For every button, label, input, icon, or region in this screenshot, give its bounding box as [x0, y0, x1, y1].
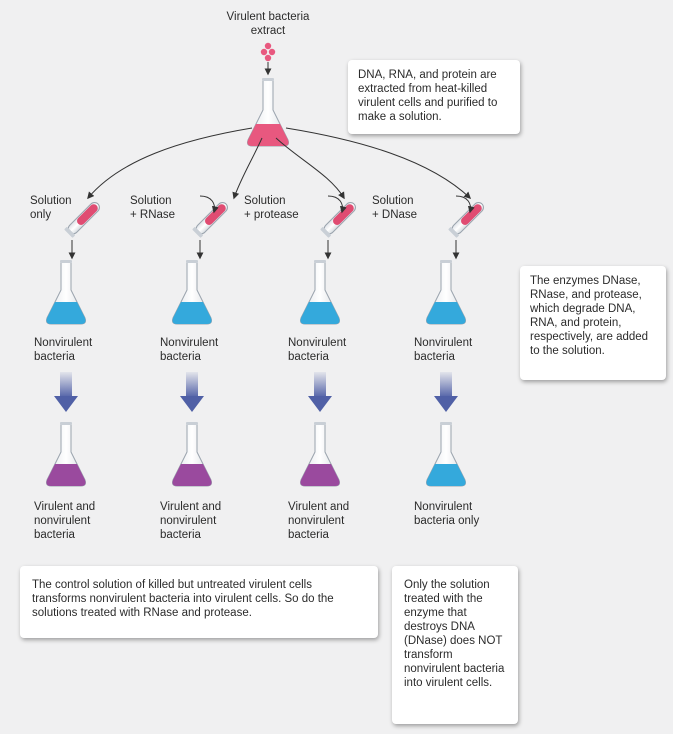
- columns: [46, 195, 484, 487]
- extract-droplets: [260, 42, 276, 76]
- title-label: Virulent bacteria extract: [226, 11, 310, 37]
- after-label: Virulent and nonvirulent bacteria: [160, 501, 222, 541]
- result-flask: [426, 422, 466, 487]
- control-note: The control solution of killed but untre…: [20, 566, 378, 638]
- result-arrow: [308, 372, 332, 412]
- before-label: Nonvirulent bacteria: [288, 337, 347, 363]
- treatment-label: Solution + RNase: [130, 195, 176, 221]
- test-tube: [320, 202, 356, 238]
- treatment-label: Solution + protease: [244, 195, 299, 221]
- enzyme-add-arrow: [327, 195, 347, 214]
- result-arrow: [54, 372, 78, 412]
- before-label: Nonvirulent bacteria: [34, 337, 93, 363]
- treatment-label: Solution + DNase: [372, 195, 418, 221]
- distribution-arrows: [87, 127, 472, 200]
- enzyme-add-arrow: [455, 195, 475, 214]
- after-label: Virulent and nonvirulent bacteria: [288, 501, 350, 541]
- result-flask: [172, 422, 212, 487]
- result-flask: [300, 422, 340, 487]
- main-flask: [247, 78, 289, 147]
- test-tube: [192, 202, 228, 238]
- result-arrow: [434, 372, 458, 412]
- result-flask: [46, 422, 86, 487]
- enzymes-note: The enzymes DNase, RNase, and protease, …: [520, 266, 666, 380]
- after-label: Nonvirulent bacteria only: [414, 501, 480, 527]
- treatment-label: Solution only: [30, 195, 72, 221]
- before-label: Nonvirulent bacteria: [414, 337, 473, 363]
- nonvirulent-flask: [46, 260, 86, 325]
- test-tube: [448, 202, 484, 238]
- before-label: Nonvirulent bacteria: [160, 337, 219, 363]
- after-label: Virulent and nonvirulent bacteria: [34, 501, 96, 541]
- nonvirulent-flask: [300, 260, 340, 325]
- test-tube: [64, 202, 100, 238]
- enzyme-add-arrow: [199, 195, 219, 214]
- result-arrow: [180, 372, 204, 412]
- extraction-note: DNA, RNA, and protein are extracted from…: [348, 60, 520, 134]
- nonvirulent-flask: [172, 260, 212, 325]
- nonvirulent-flask: [426, 260, 466, 325]
- dnase-note: Only the solution treated with the enzym…: [392, 566, 518, 724]
